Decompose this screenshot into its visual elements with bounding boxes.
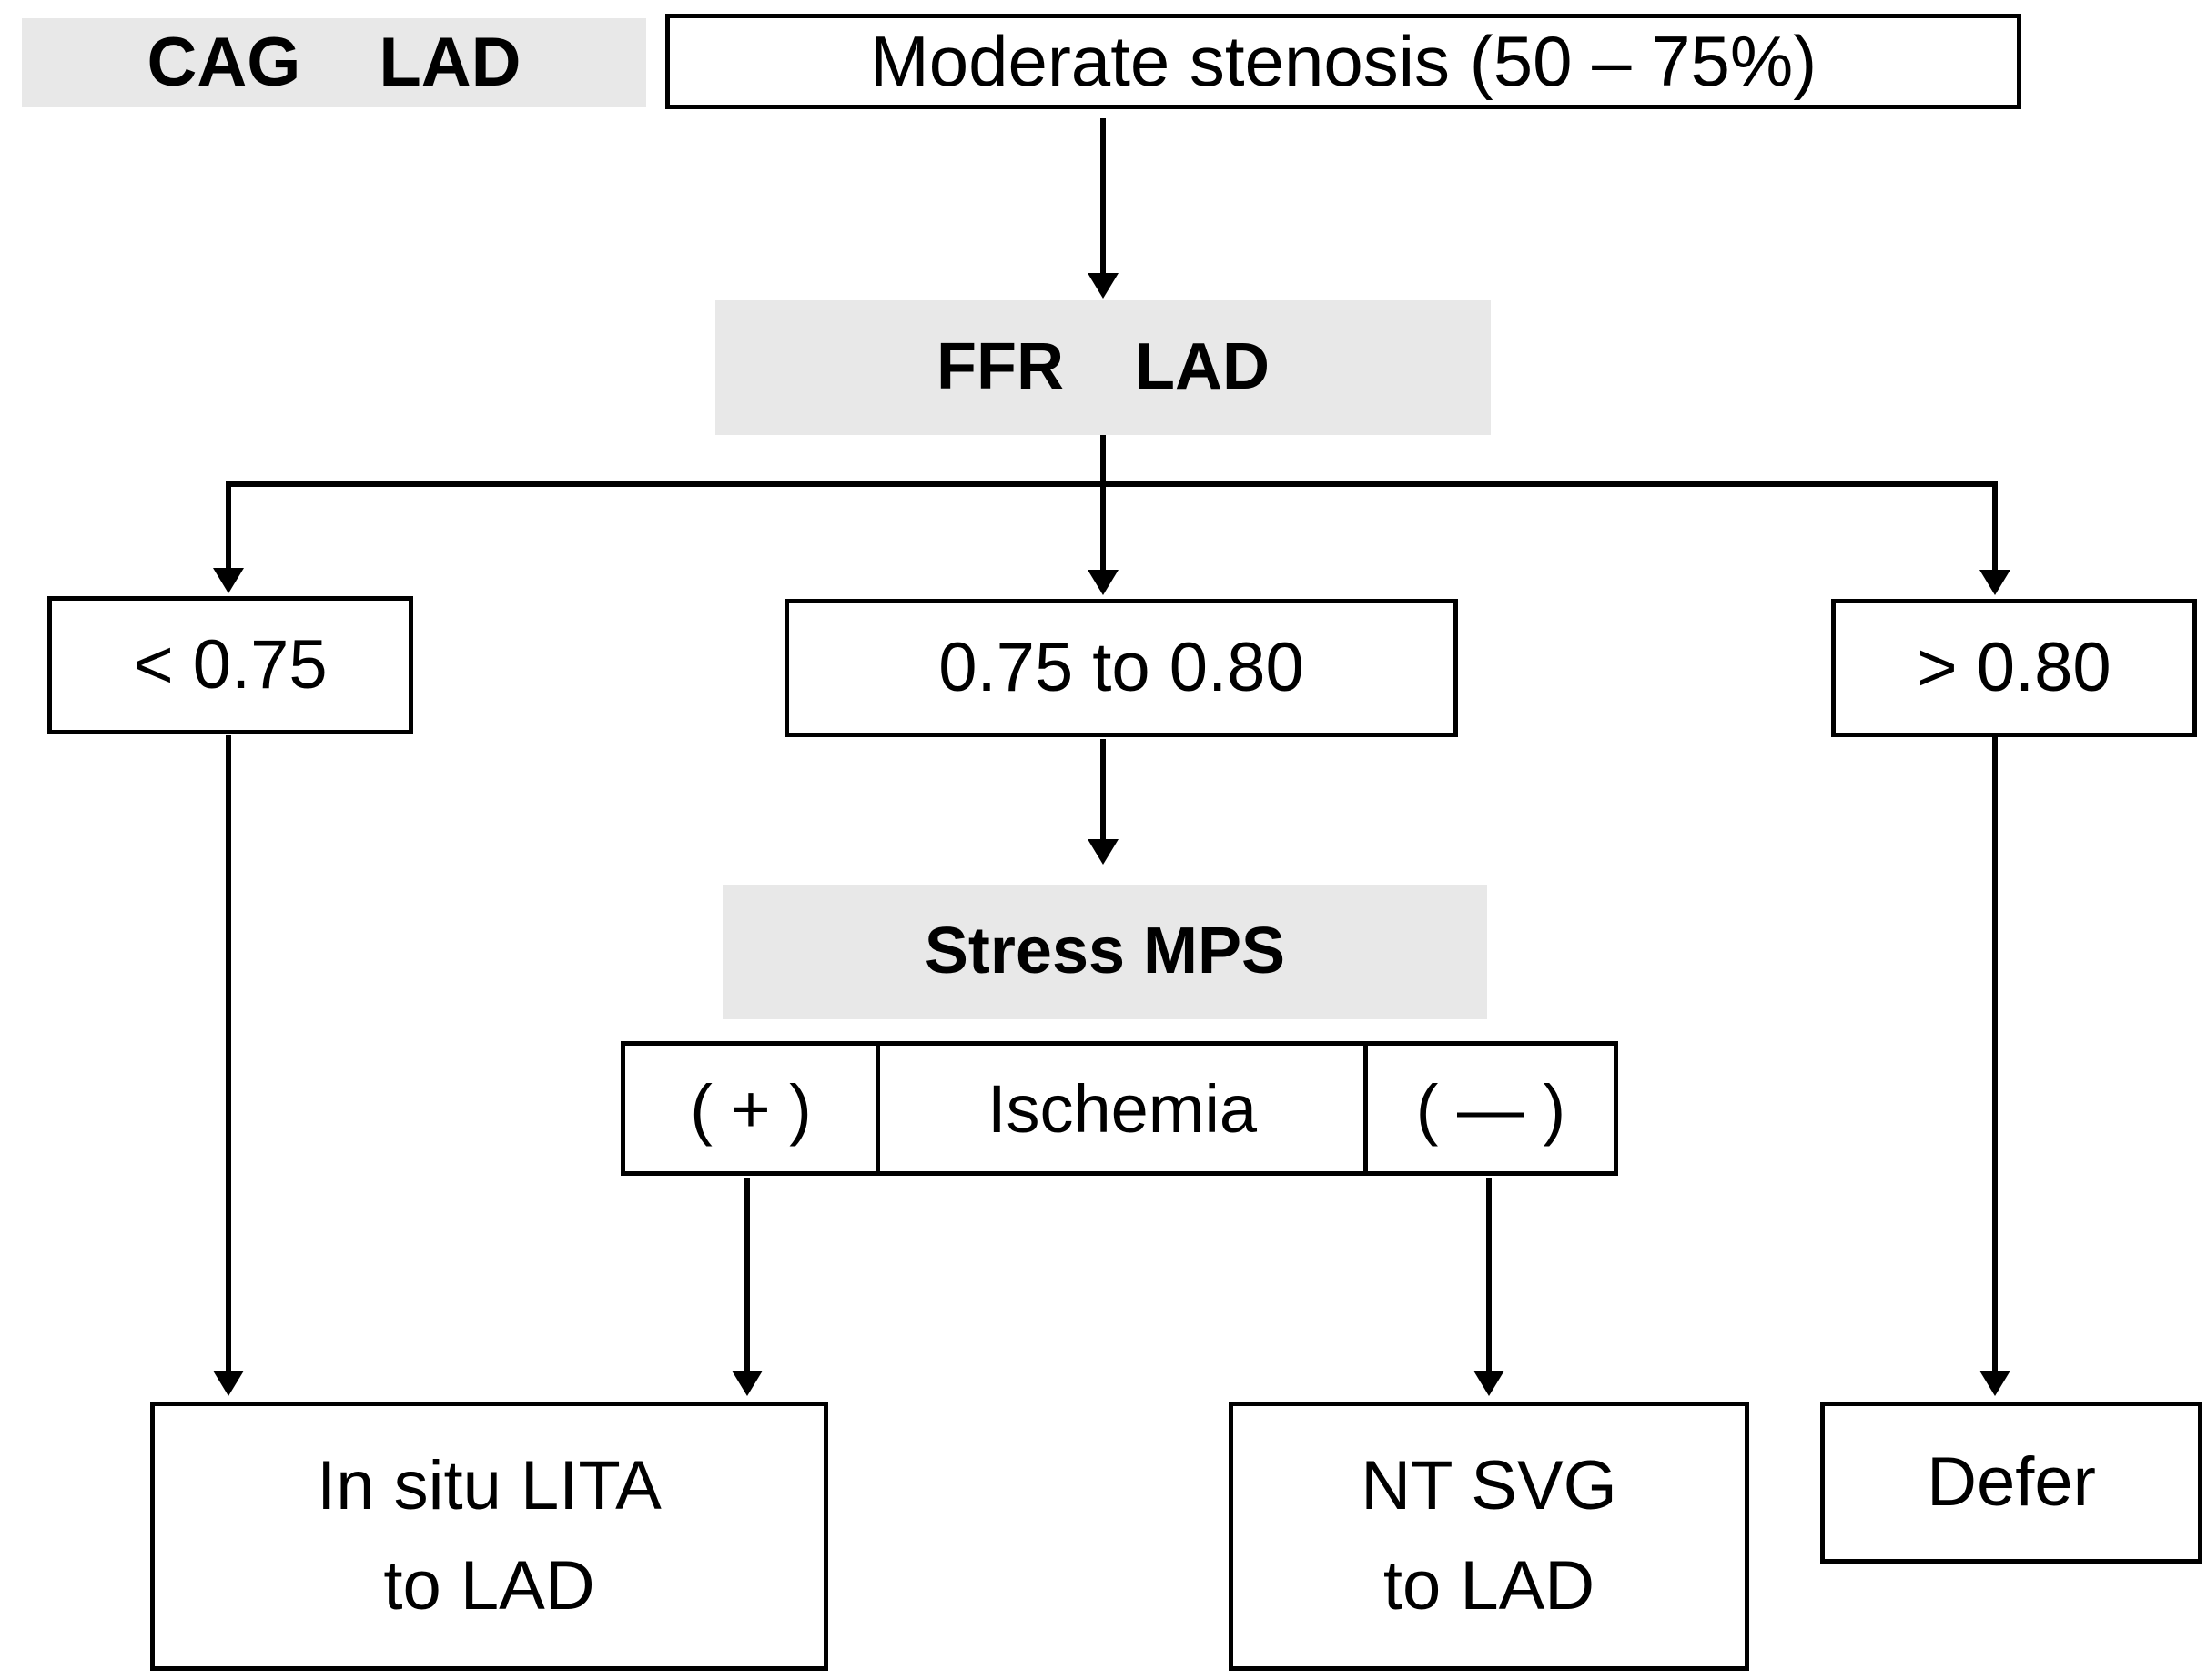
moderate-stenosis-box[interactable]: Moderate stenosis (50 – 75%) xyxy=(665,14,2021,109)
edge-ischemia-negative-to-svg-line xyxy=(1486,1178,1492,1372)
ffr-low-box[interactable]: < 0.75 xyxy=(47,596,413,734)
cag-lad-label: LAD xyxy=(379,24,521,102)
edge-stenosis-to-ffr-line xyxy=(1100,118,1106,275)
stress-mps-label: Stress MPS xyxy=(924,915,1286,988)
edge-ffr-mid-to-mps-line xyxy=(1100,739,1106,841)
edge-ffr-high-to-defer-line xyxy=(1992,735,1998,1372)
result-in-situ-lita-box[interactable]: In situ LITA to LAD xyxy=(150,1402,828,1671)
edge-ffr-high-to-defer-arrowhead xyxy=(1979,1371,2010,1396)
moderate-stenosis-label: Moderate stenosis (50 – 75%) xyxy=(869,20,1817,101)
edge-bus-to-ffr-high-arrowhead xyxy=(1979,570,2010,595)
ischemia-positive-label: ( + ) xyxy=(690,1070,812,1147)
ischemia-negative-cell[interactable]: ( — ) xyxy=(1363,1041,1618,1176)
ischemia-positive-cell[interactable]: ( + ) xyxy=(621,1041,881,1176)
edge-bus-to-ffr-high-line xyxy=(1992,481,1998,572)
ffr-high-label: > 0.80 xyxy=(1917,629,2111,707)
result-nt-svg-box[interactable]: NT SVG to LAD xyxy=(1229,1402,1749,1671)
ischemia-label: Ischemia xyxy=(987,1070,1258,1147)
cag-label: CAG xyxy=(147,24,301,102)
edge-ffr-stem xyxy=(1100,435,1106,485)
ffr-lad-label: LAD xyxy=(1134,330,1270,404)
ffr-lad-band: FFR LAD xyxy=(715,300,1491,435)
ffr-label: FFR xyxy=(936,330,1064,404)
edge-ischemia-negative-to-svg-arrowhead xyxy=(1473,1371,1504,1396)
cag-lad-header-band: CAG LAD xyxy=(22,18,646,107)
edge-ffr-branch-bus xyxy=(226,481,1998,487)
edge-ischemia-positive-to-lita-arrowhead xyxy=(732,1371,763,1396)
stress-mps-band: Stress MPS xyxy=(723,885,1487,1019)
ffr-mid-box[interactable]: 0.75 to 0.80 xyxy=(785,599,1458,737)
result-defer-label: Defer xyxy=(1927,1443,2096,1522)
edge-bus-to-ffr-mid-arrowhead xyxy=(1088,570,1119,595)
ffr-high-box[interactable]: > 0.80 xyxy=(1831,599,2197,737)
edge-bus-to-ffr-mid-line xyxy=(1100,481,1106,572)
ffr-low-label: < 0.75 xyxy=(133,626,328,704)
result-svg-line-1: NT SVG xyxy=(1361,1447,1617,1525)
result-lita-line-2: to LAD xyxy=(383,1547,595,1624)
result-svg-line-2: to LAD xyxy=(1382,1547,1595,1624)
edge-ffr-mid-to-mps-arrowhead xyxy=(1088,839,1119,865)
ischemia-label-cell: Ischemia xyxy=(876,1041,1368,1176)
result-lita-line-1: In situ LITA xyxy=(317,1447,662,1525)
result-defer-box[interactable]: Defer xyxy=(1820,1402,2202,1564)
edge-bus-to-ffr-low-line xyxy=(226,481,231,570)
edge-ffr-low-to-lita-line xyxy=(226,735,231,1372)
ffr-mid-label: 0.75 to 0.80 xyxy=(938,629,1304,707)
edge-stenosis-to-ffr-arrowhead xyxy=(1088,273,1119,299)
edge-ischemia-positive-to-lita-line xyxy=(744,1178,750,1372)
edge-bus-to-ffr-low-arrowhead xyxy=(213,568,244,593)
edge-ffr-low-to-lita-arrowhead xyxy=(213,1371,244,1396)
ischemia-negative-label: ( — ) xyxy=(1415,1070,1566,1147)
